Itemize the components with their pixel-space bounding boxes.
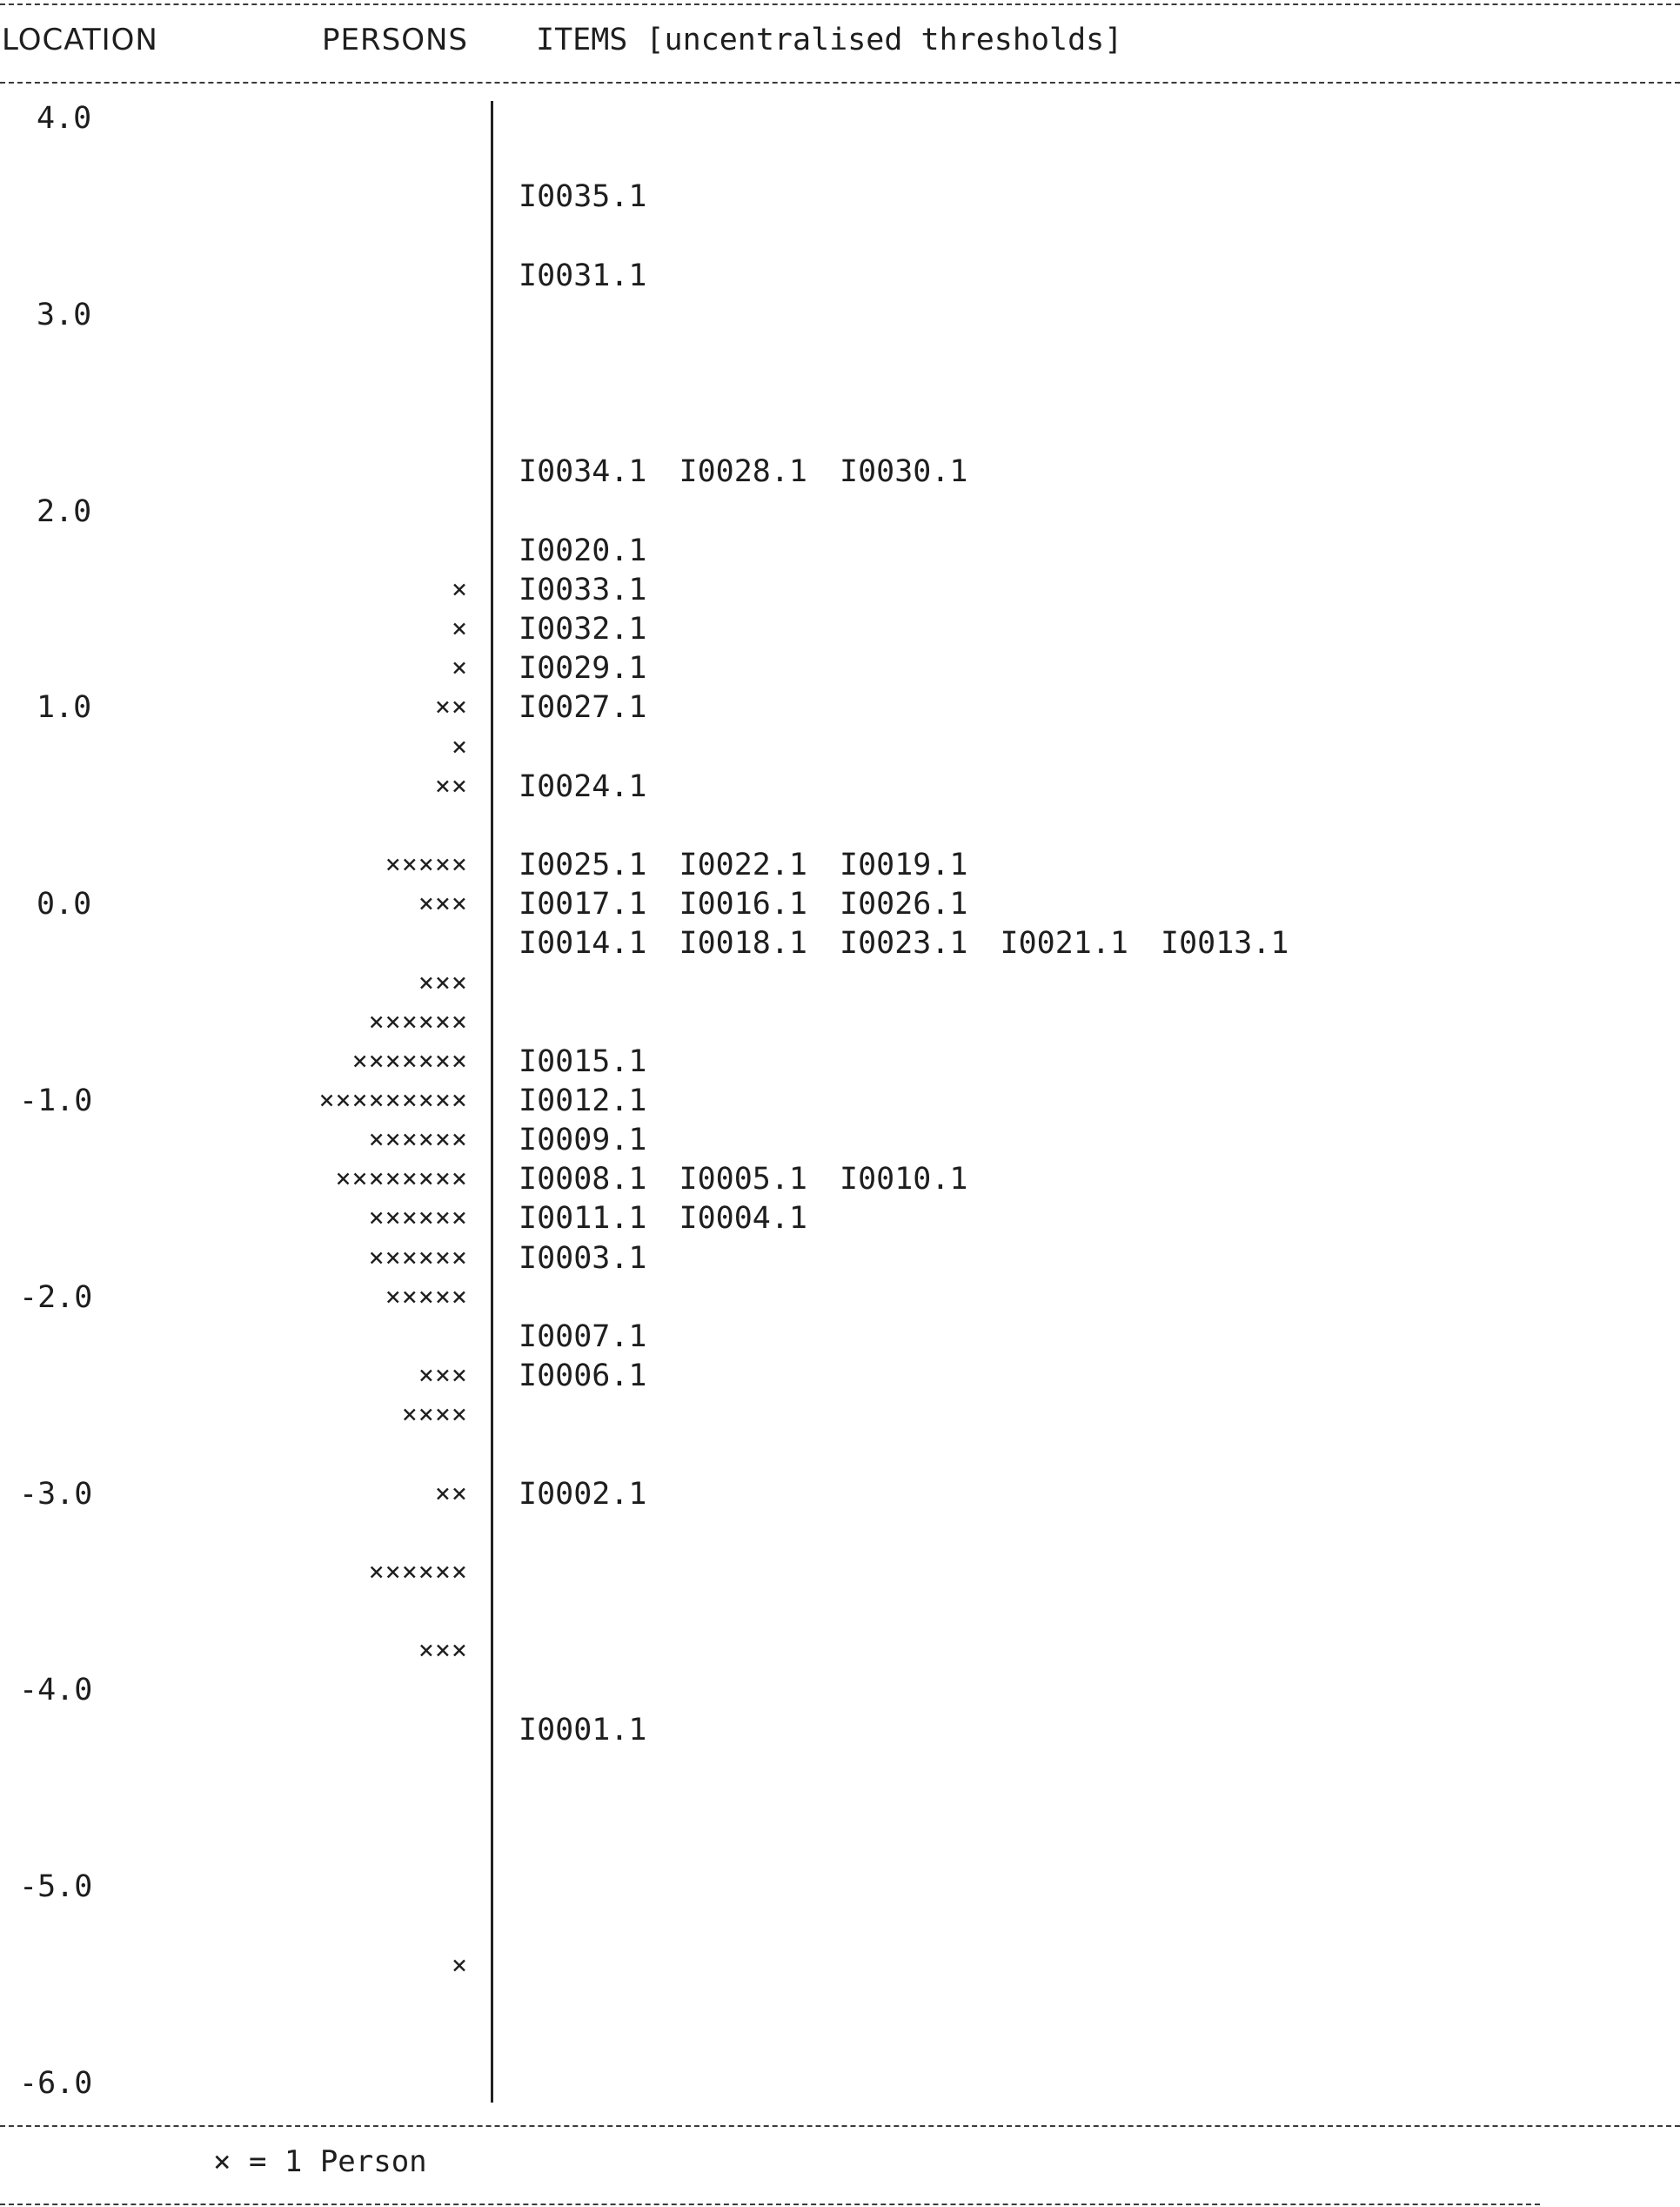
item-threshold: I0002.1 [519, 1476, 647, 1512]
item-threshold: I0030.1 [840, 454, 968, 490]
item-threshold: I0023.1 [840, 926, 968, 962]
top-dashed-rule [0, 3, 1680, 5]
person-marks: ××× [418, 889, 468, 920]
item-threshold: I0004.1 [679, 1201, 808, 1237]
item-threshold: I0018.1 [679, 926, 808, 962]
person-marks: × [451, 614, 468, 645]
item-threshold: I0005.1 [679, 1162, 808, 1197]
item-threshold: I0010.1 [840, 1162, 968, 1197]
items-header: ITEMS [uncentralised thresholds] [536, 23, 1123, 57]
person-marks: ×××××× [368, 1242, 468, 1273]
tick-label: -6.0 [19, 2066, 93, 2101]
item-threshold: I0017.1 [519, 887, 647, 922]
person-marks: ×× [434, 692, 468, 723]
item-threshold: I0006.1 [519, 1358, 647, 1394]
person-marks: ×××××× [368, 1203, 468, 1234]
item-threshold: I0011.1 [519, 1201, 647, 1237]
location-header: LOCATION [2, 23, 158, 57]
person-marks: ×××××× [368, 1124, 468, 1156]
tick-label: -2.0 [19, 1279, 93, 1315]
person-marks: ××× [418, 1635, 468, 1667]
person-marks: ××××××××× [318, 1085, 468, 1116]
tick-label: 0.0 [37, 887, 92, 922]
bottom-dashed-rule [0, 2125, 1680, 2127]
item-threshold: I0021.1 [1000, 926, 1129, 962]
person-marks: ×× [434, 1478, 468, 1509]
item-threshold: I0009.1 [519, 1123, 647, 1158]
item-threshold: I0013.1 [1161, 926, 1289, 962]
legend-text: × = 1 Person [213, 2144, 427, 2179]
tick-label: 3.0 [37, 297, 92, 332]
tick-label: -5.0 [19, 1869, 93, 1905]
item-threshold: I0026.1 [840, 887, 968, 922]
item-threshold: I0020.1 [519, 533, 647, 568]
item-threshold: I0025.1 [519, 848, 647, 883]
item-threshold: I0012.1 [519, 1083, 647, 1118]
tick-label: -4.0 [19, 1673, 93, 1708]
tick-label: 1.0 [37, 690, 92, 726]
person-marks: ×××× [401, 1399, 468, 1431]
person-marks: ××××××× [351, 1045, 468, 1077]
header-dashed-rule [0, 82, 1680, 84]
item-threshold: I0019.1 [840, 848, 968, 883]
item-threshold: I0034.1 [519, 454, 647, 490]
person-marks: × [451, 1949, 468, 1981]
person-marks: ×××××××× [335, 1164, 468, 1195]
item-threshold: I0024.1 [519, 768, 647, 804]
item-threshold: I0027.1 [519, 690, 647, 726]
person-marks: × [451, 731, 468, 762]
person-marks: × [451, 574, 468, 605]
person-marks: ××××× [385, 1281, 468, 1312]
item-threshold: I0003.1 [519, 1240, 647, 1276]
item-threshold: I0029.1 [519, 651, 647, 687]
item-threshold: I0015.1 [519, 1043, 647, 1079]
item-threshold: I0016.1 [679, 887, 808, 922]
item-threshold: I0022.1 [679, 848, 808, 883]
axis-line [491, 101, 493, 2103]
item-threshold: I0033.1 [519, 572, 647, 607]
tick-label: -3.0 [19, 1476, 93, 1512]
tick-label: -1.0 [19, 1083, 93, 1118]
tick-label: 2.0 [37, 493, 92, 529]
person-marks: × [451, 653, 468, 684]
person-marks: ××× [418, 1360, 468, 1392]
tick-label: 4.0 [37, 101, 92, 136]
item-threshold: I0032.1 [519, 612, 647, 647]
person-marks: ×××××× [368, 1556, 468, 1587]
item-threshold: I0035.1 [519, 179, 647, 215]
person-marks: ××× [418, 967, 468, 998]
item-threshold: I0007.1 [519, 1318, 647, 1354]
person-marks: ×× [434, 770, 468, 802]
item-threshold: I0001.1 [519, 1712, 647, 1747]
item-threshold: I0008.1 [519, 1162, 647, 1197]
person-marks: ×××××× [368, 1006, 468, 1037]
item-threshold: I0031.1 [519, 258, 647, 293]
person-marks: ××××× [385, 849, 468, 881]
persons-header: PERSONS [322, 23, 468, 57]
footer-dashed-rule [0, 2204, 1540, 2205]
item-threshold: I0014.1 [519, 926, 647, 962]
item-threshold: I0028.1 [679, 454, 808, 490]
